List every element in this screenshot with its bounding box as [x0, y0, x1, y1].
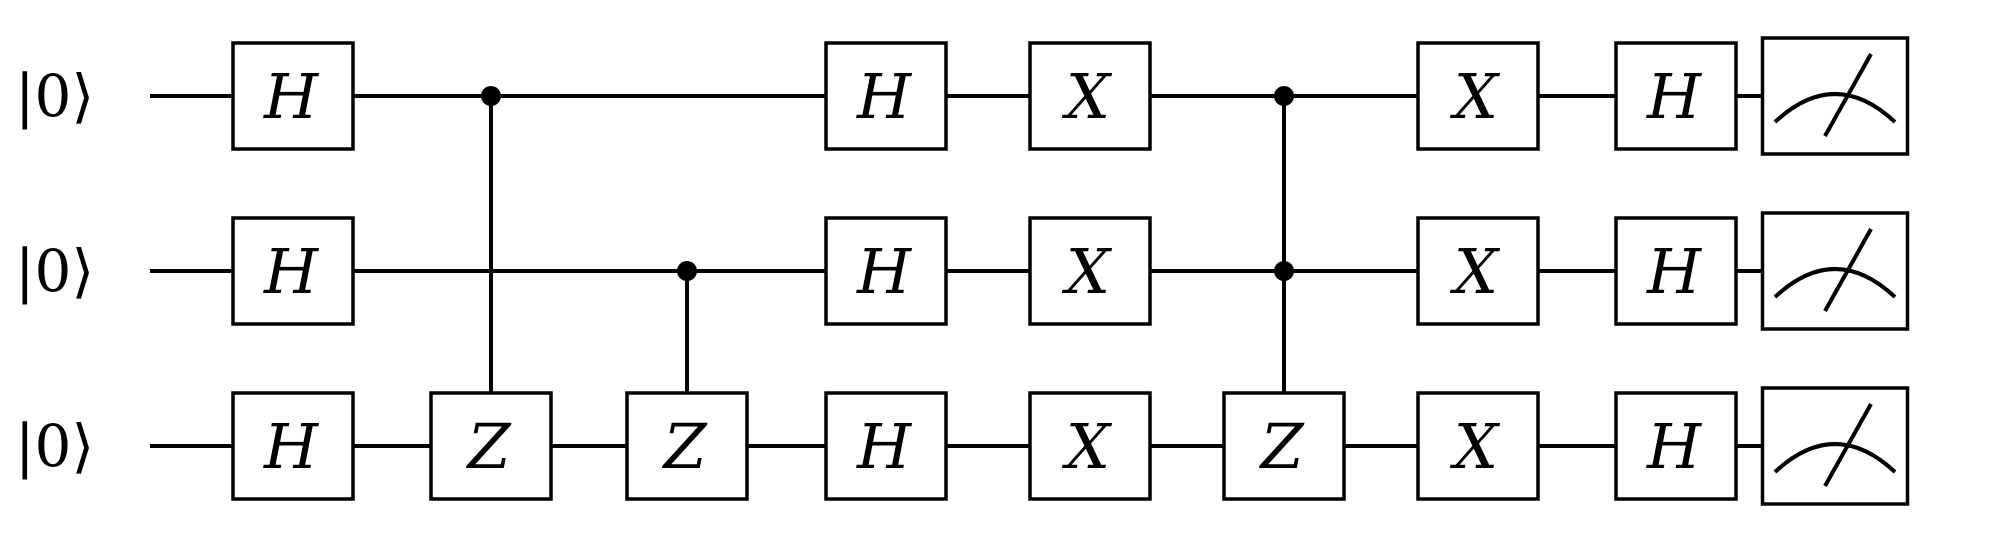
control-dot-q0-c1	[481, 86, 501, 106]
gate-h-q0-c3-box	[824, 41, 948, 151]
gate-h-q1-c3: H	[824, 216, 948, 326]
gate-h-q2-c7-label: H	[1646, 410, 1703, 483]
gate-h-q1-c0: H	[231, 216, 355, 326]
gate-h-q1-c7-box	[1614, 216, 1738, 326]
gate-h-q2-c0: H	[231, 391, 355, 501]
initial-state-label-0: |0⟩	[15, 62, 94, 130]
gate-h-q2-c3: H	[824, 391, 948, 501]
gate-h-q0-c3-label: H	[856, 60, 913, 133]
meter-arc-icon	[1773, 267, 1897, 299]
gate-x-q1-c6: X	[1416, 216, 1540, 326]
gate-h-q1-c7-label: H	[1646, 235, 1703, 308]
control-lines	[481, 86, 1294, 446]
gate-h-q0-c7-box	[1614, 41, 1738, 151]
gate-h-q2-c0-box	[231, 391, 355, 501]
gate-controlled-z-q2-c2-box	[625, 391, 749, 501]
gate-controlled-z-q2-c5-box	[1222, 391, 1346, 501]
meter-arc-icon	[1773, 442, 1897, 474]
gate-controlled-z-q2-c1: Z	[429, 391, 553, 501]
meter-arc-icon	[1773, 92, 1897, 124]
gate-x-q0-c4-label: X	[1062, 60, 1113, 133]
measurement-meter-q1	[1760, 211, 1910, 331]
gate-x-q1-c4-box	[1028, 216, 1152, 326]
meter-needle-icon	[1823, 228, 1873, 312]
gate-controlled-z-q2-c2: Z	[625, 391, 749, 501]
gate-x-q1-c4-label: X	[1062, 235, 1113, 308]
gate-h-q1-c7: H	[1614, 216, 1738, 326]
initial-state-labels: |0⟩ |0⟩ |0⟩	[15, 62, 94, 480]
gate-controlled-z-q2-c1-label: Z	[465, 410, 511, 483]
gate-x-q0-c6-box	[1416, 41, 1540, 151]
gate-h-q0-c7: H	[1614, 41, 1738, 151]
gate-h-q1-c3-box	[824, 216, 948, 326]
control-dot-q1-c2	[677, 261, 697, 281]
gate-h-q1-c3-label: H	[856, 235, 913, 308]
meter-needle-icon	[1823, 53, 1873, 137]
gate-h-q2-c3-box	[824, 391, 948, 501]
gate-h-q1-c0-label: H	[263, 235, 320, 308]
gate-controlled-z-q2-c1-box	[429, 391, 553, 501]
gate-x-q2-c6: X	[1416, 391, 1540, 501]
gates: H H H Z Z H H H X X X Z X X X H H H	[231, 36, 1910, 506]
gate-controlled-z-q2-c5-label: Z	[1258, 410, 1304, 483]
gate-h-q0-c0-label: H	[263, 60, 320, 133]
gate-controlled-z-q2-c5: Z	[1222, 391, 1346, 501]
gate-h-q0-c0-box	[231, 41, 355, 151]
measurement-meter-q0	[1760, 36, 1910, 156]
gate-h-q0-c7-label: H	[1646, 60, 1703, 133]
gate-h-q1-c0-box	[231, 216, 355, 326]
gate-x-q0-c6-label: X	[1450, 60, 1501, 133]
gate-x-q2-c6-label: X	[1450, 410, 1501, 483]
gate-h-q2-c7: H	[1614, 391, 1738, 501]
gate-h-q2-c7-box	[1614, 391, 1738, 501]
gate-x-q2-c4-box	[1028, 391, 1152, 501]
meter-needle-icon	[1823, 403, 1873, 487]
gate-h-q2-c0-label: H	[263, 410, 320, 483]
gate-controlled-z-q2-c2-label: Z	[661, 410, 707, 483]
gate-x-q0-c4-box	[1028, 41, 1152, 151]
gate-x-q0-c6: X	[1416, 41, 1540, 151]
gate-h-q2-c3-label: H	[856, 410, 913, 483]
initial-state-label-1: |0⟩	[15, 237, 94, 305]
gate-x-q0-c4: X	[1028, 41, 1152, 151]
gate-x-q1-c6-box	[1416, 216, 1540, 326]
gate-x-q1-c6-label: X	[1450, 235, 1501, 308]
control-dot-q1-c5	[1274, 261, 1294, 281]
measurement-meter-q2	[1760, 386, 1910, 506]
gate-h-q0-c3: H	[824, 41, 948, 151]
initial-state-label-2: |0⟩	[15, 412, 94, 480]
gate-x-q1-c4: X	[1028, 216, 1152, 326]
gate-x-q2-c4-label: X	[1062, 410, 1113, 483]
control-dot-q0-c5	[1274, 86, 1294, 106]
gate-x-q2-c4: X	[1028, 391, 1152, 501]
gate-h-q0-c0: H	[231, 41, 355, 151]
gate-x-q2-c6-box	[1416, 391, 1540, 501]
